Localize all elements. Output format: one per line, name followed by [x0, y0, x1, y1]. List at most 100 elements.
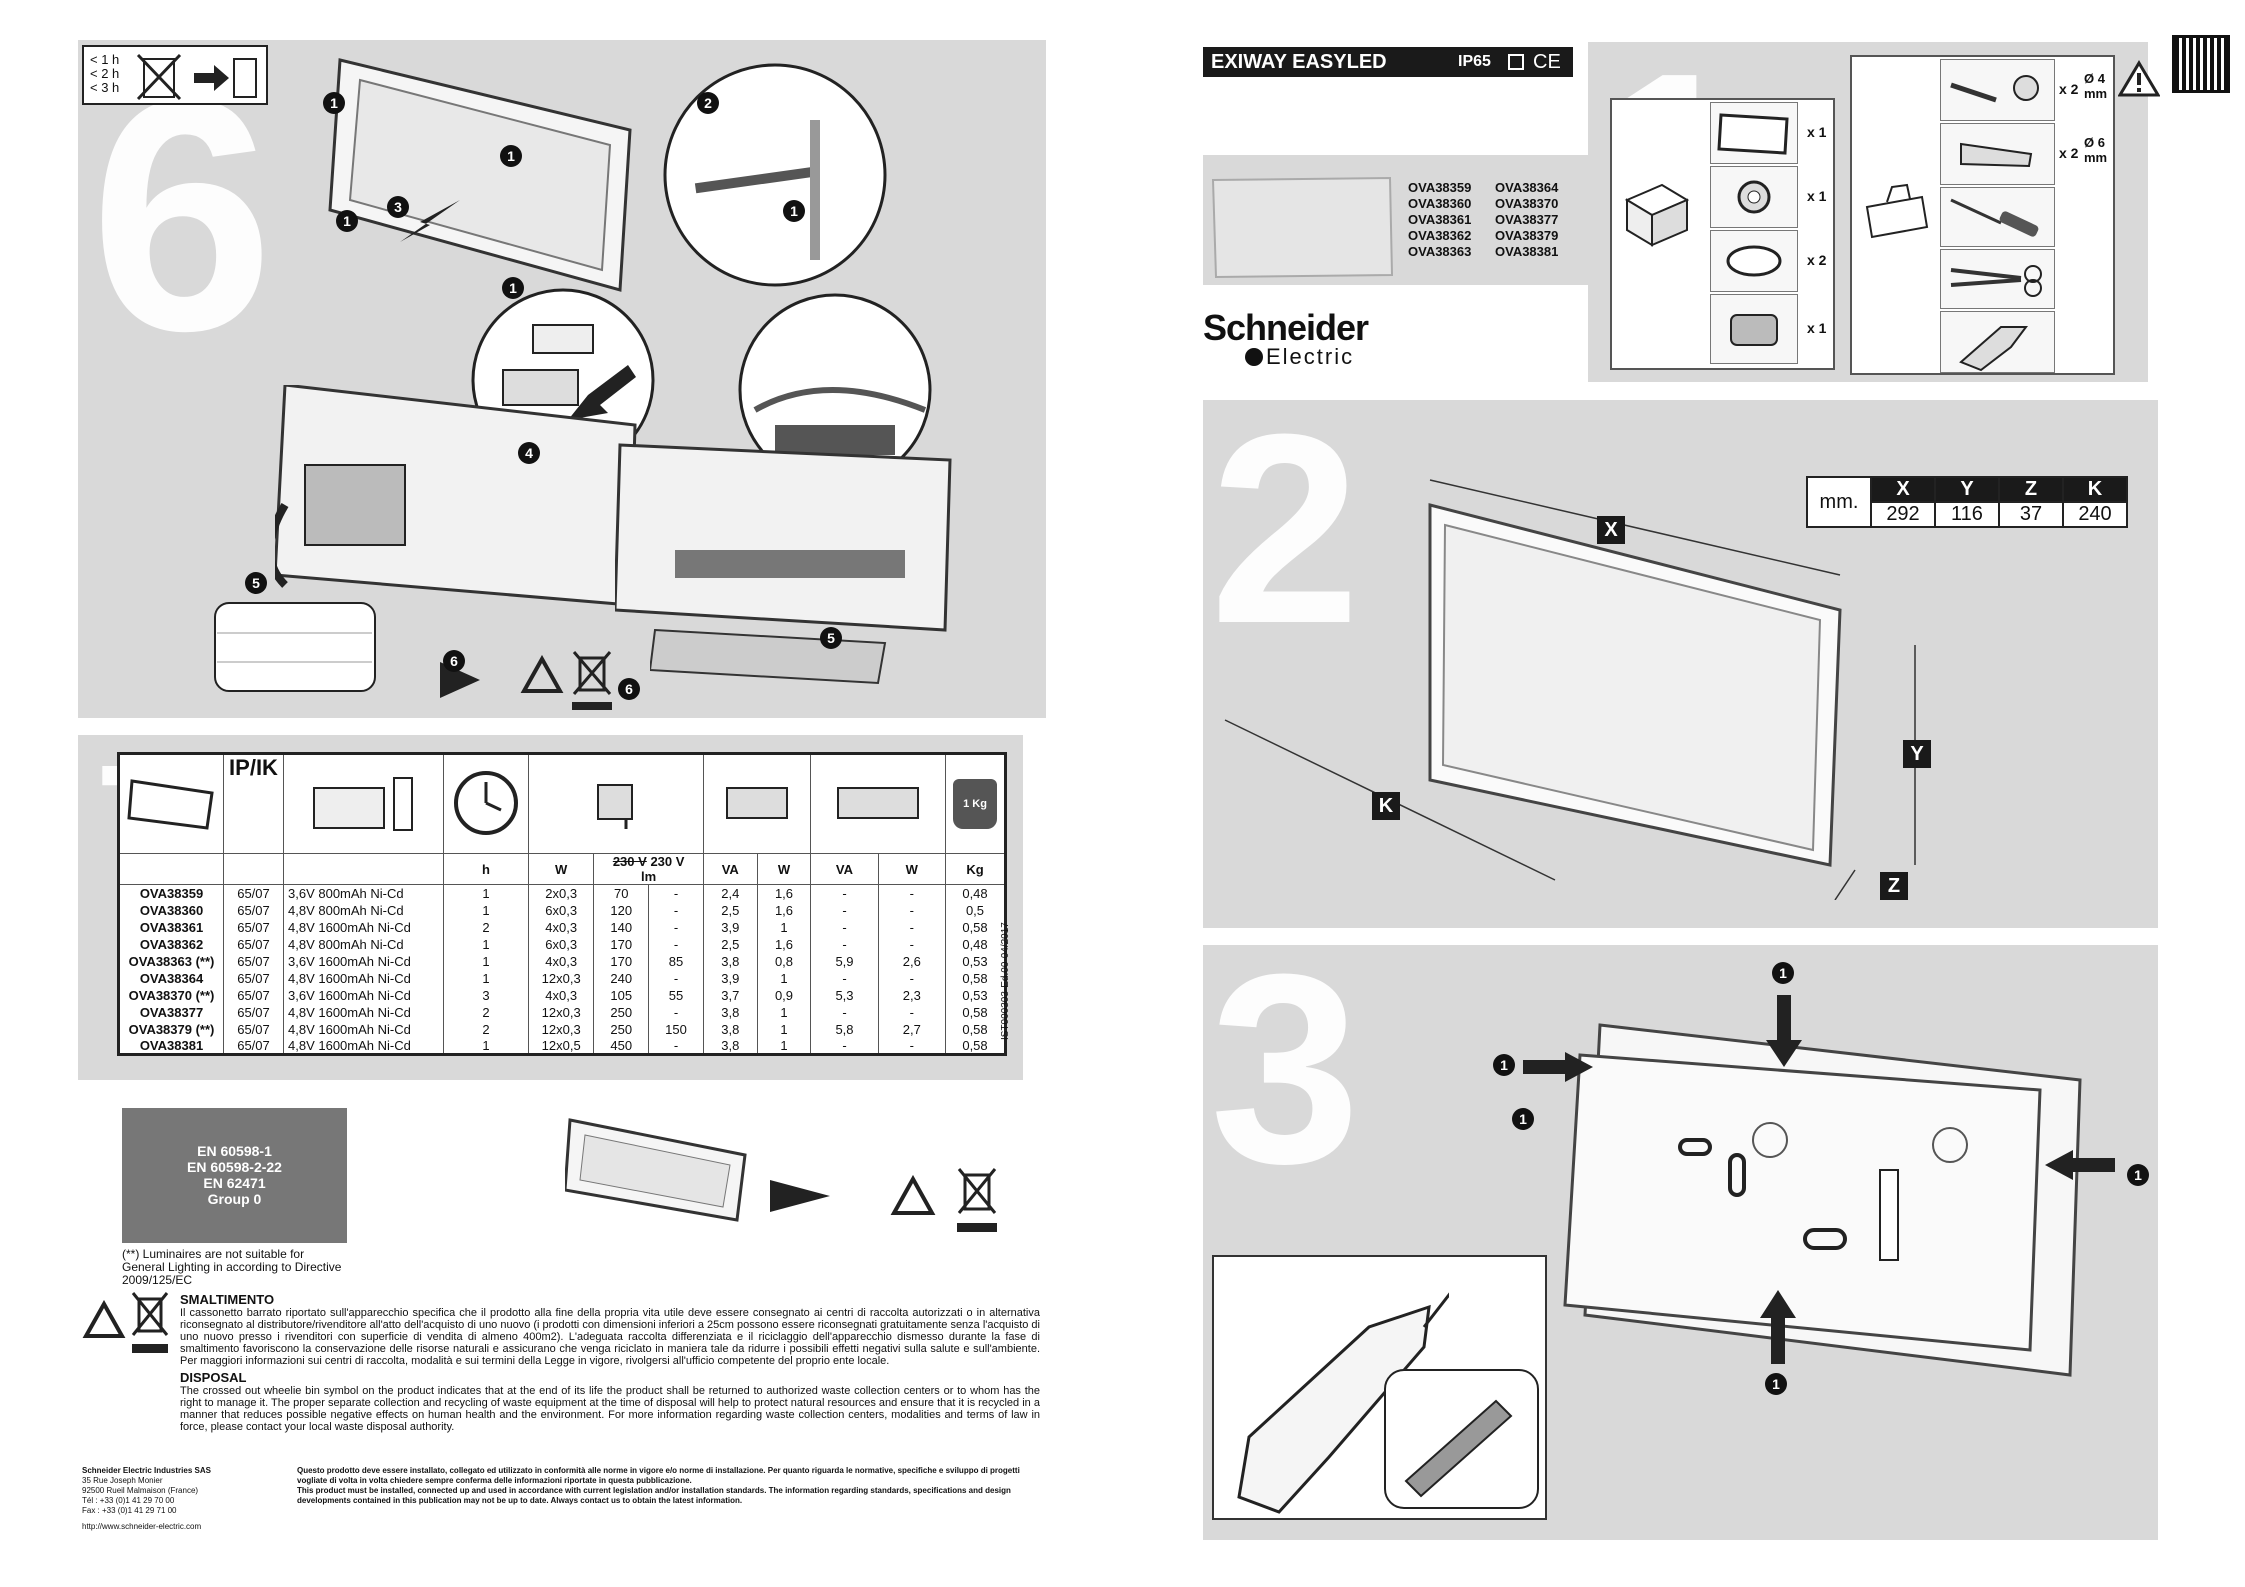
weight-icon: 1 Kg — [953, 779, 997, 829]
table-cell: 6x0,3 — [527, 935, 594, 953]
product-title: EXIWAY EASYLED — [1211, 51, 1387, 73]
luminaire-note: (**) Luminaires are not suitable for Gen… — [122, 1247, 342, 1287]
table-cell: 240 — [593, 969, 649, 987]
arrow-right-icon — [770, 1180, 830, 1212]
arrow-right-icon — [1523, 1052, 1593, 1082]
kit-qty: x 1 — [1807, 188, 1827, 204]
callout: 5 — [820, 627, 842, 649]
table-cell: 3 — [443, 986, 529, 1004]
dim-value: 240 — [2062, 501, 2128, 528]
table-cell-code: OVA38379 (**) — [128, 1021, 215, 1037]
callout: 3 — [387, 196, 409, 218]
table-cell: 65/07 — [223, 1003, 284, 1021]
table-cell: - — [648, 884, 704, 902]
ipik-header: IP/IK — [223, 753, 284, 854]
tool-qty: x 2 — [2059, 81, 2079, 97]
arrow-up-icon — [1760, 1290, 1796, 1364]
crossed-bin-icon — [572, 651, 612, 710]
address-line: Fax : +33 (0)1 41 29 71 00 — [82, 1506, 177, 1515]
callout: 5 — [245, 572, 267, 594]
callout: 1 — [500, 145, 522, 167]
table-cell-code: OVA38362 — [139, 936, 204, 952]
table-cell: 250 — [593, 1003, 649, 1021]
model-code: OVA38361 — [1408, 212, 1472, 227]
va-header-2: VA — [810, 853, 879, 885]
specs-table: IP/IK 1 Kg h W 230 — [117, 752, 1007, 1056]
tool-wall-plug — [1940, 123, 2055, 185]
clock-icon — [454, 770, 518, 835]
dim-z-label: Z — [1880, 872, 1908, 900]
model-code: OVA38364 — [1495, 180, 1559, 195]
table-cell: - — [810, 969, 879, 987]
table-cell: - — [648, 901, 704, 919]
luminaire-disposal-illustration — [565, 1118, 747, 1222]
drill-tool-icon — [1237, 1292, 1449, 1514]
disposal-title: DISPOSAL — [180, 1370, 247, 1385]
luminaire-opened-illustration — [328, 58, 632, 292]
ip-rating: IP65 — [1458, 53, 1491, 70]
drill-icon — [1959, 326, 2028, 372]
dim-unit: mm. — [1806, 476, 1872, 528]
housing-led-illustration — [615, 443, 952, 632]
table-cell: 2 — [443, 1020, 529, 1038]
table-cell: 1 — [443, 952, 529, 970]
table-cell: - — [877, 1003, 946, 1021]
table-cell: 85 — [648, 952, 704, 970]
table-cell: 12x0,5 — [527, 1037, 594, 1055]
table-cell: 1 — [756, 1020, 811, 1038]
table-cell: - — [810, 1037, 879, 1055]
table-cell: 2,5 — [702, 901, 758, 919]
eu-line: EN 60598-1 — [197, 1143, 272, 1159]
table-cell: - — [877, 918, 946, 936]
legal-footer: Questo prodotto deve essere installato, … — [297, 1466, 1042, 1506]
tools-box: x 2 Ø 4 mm x 2 Ø 6 mm — [1850, 55, 2115, 375]
callout: 1 — [783, 200, 805, 222]
warning-icon — [2118, 60, 2160, 97]
model-code: OVA38360 — [1408, 196, 1472, 211]
battery-icon-cell — [283, 753, 444, 854]
table-cell: 1 — [443, 1037, 529, 1055]
dimensions-table: mm. X Y Z K 292 116 37 240 — [1806, 476, 2128, 528]
kit-qty: x 1 — [1807, 124, 1827, 140]
qr-code — [2172, 35, 2230, 93]
terminal-icon-cell-2 — [810, 753, 946, 854]
weight-icon-cell: 1 Kg — [945, 753, 1006, 854]
dim-value: 116 — [1934, 501, 2000, 528]
terminal-block-icon — [726, 786, 789, 819]
table-cell: 170 — [593, 935, 649, 953]
table-cell: 12x0,3 — [527, 1003, 594, 1021]
terminal-block-large-icon — [837, 786, 920, 819]
table-cell: 3,6V 1600mAh Ni-Cd — [283, 986, 444, 1004]
address-line: 35 Rue Joseph Monier — [82, 1476, 163, 1485]
kit-item-gland — [1710, 294, 1798, 364]
disposal-text: The crossed out wheelie bin symbol on th… — [180, 1385, 1040, 1433]
model-code: OVA38370 — [1495, 196, 1559, 211]
table-cell: 170 — [593, 952, 649, 970]
table-cell: 1,6 — [756, 935, 811, 953]
table-cell: - — [877, 1037, 946, 1055]
table-cell: - — [810, 918, 879, 936]
screw-icon — [1950, 75, 2039, 103]
table-cell: 4,8V 800mAh Ni-Cd — [283, 901, 444, 919]
table-cell: 4,8V 1600mAh Ni-Cd — [283, 1020, 444, 1038]
product-title-bar: EXIWAY EASYLED IP65 CE — [1203, 47, 1573, 77]
table-cell: 55 — [648, 986, 704, 1004]
model-code: OVA38359 — [1408, 180, 1472, 195]
grommet-icon — [1737, 180, 1771, 214]
address-link[interactable]: http://www.schneider-electric.com — [82, 1522, 202, 1531]
step-bit-circle — [1384, 1369, 1539, 1509]
table-cell: 3,6V 1600mAh Ni-Cd — [283, 952, 444, 970]
v-struck-header: 230 V — [612, 854, 647, 869]
eu-line: EN 60598-2-22 — [187, 1159, 282, 1175]
logo-sub-text: Electric — [1266, 344, 1355, 369]
table-cell: 12x0,3 — [527, 969, 594, 987]
kit-item-plug — [1710, 230, 1798, 292]
table-cell: 70 — [593, 884, 649, 902]
table-cell: - — [810, 1003, 879, 1021]
address-line: 92500 Rueil Malmaison (France) — [82, 1486, 199, 1495]
dim-k-label: K — [1372, 792, 1400, 820]
